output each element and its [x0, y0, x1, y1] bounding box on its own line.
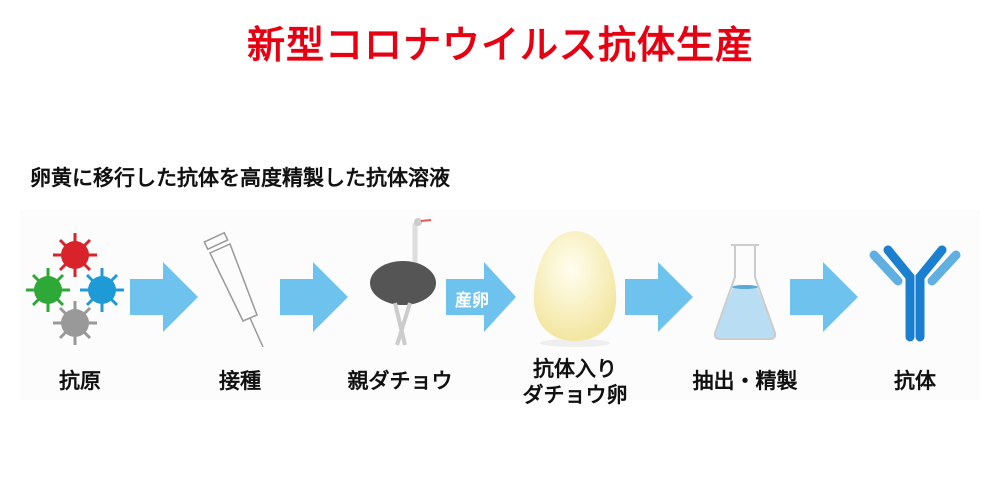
arrow-laying-icon: [446, 262, 516, 332]
ostrich-icon: [370, 218, 436, 346]
step-label-ostrich: 親ダチョウ: [347, 369, 453, 393]
step-label-antibody: 抗体: [894, 369, 936, 393]
step-label-egg-line2: ダチョウ卵: [522, 383, 628, 407]
subtitle: 卵黄に移行した抗体を高度精製した抗体溶液: [30, 166, 450, 190]
flask-icon: [713, 244, 777, 340]
virus-icon: [26, 233, 124, 345]
step-label-inoculation: 接種: [219, 369, 261, 393]
arrow-label-laying: 産卵: [455, 291, 489, 311]
arrow-icon: [280, 262, 348, 332]
step-label-antigen: 抗原: [59, 369, 101, 393]
step-label-egg-line1: 抗体入り: [533, 357, 617, 381]
step-label-egg: 抗体入り ダチョウ卵: [500, 356, 650, 408]
syringe-icon: [203, 231, 264, 348]
arrow-icon: [130, 262, 198, 332]
page-title: 新型コロナウイルス抗体生産: [246, 23, 754, 67]
arrow-icon: [790, 262, 858, 332]
antibody-icon: [869, 245, 961, 342]
step-label-purification: 抽出・精製: [692, 369, 798, 393]
arrow-icon: [625, 262, 693, 332]
egg-icon: [533, 231, 617, 347]
